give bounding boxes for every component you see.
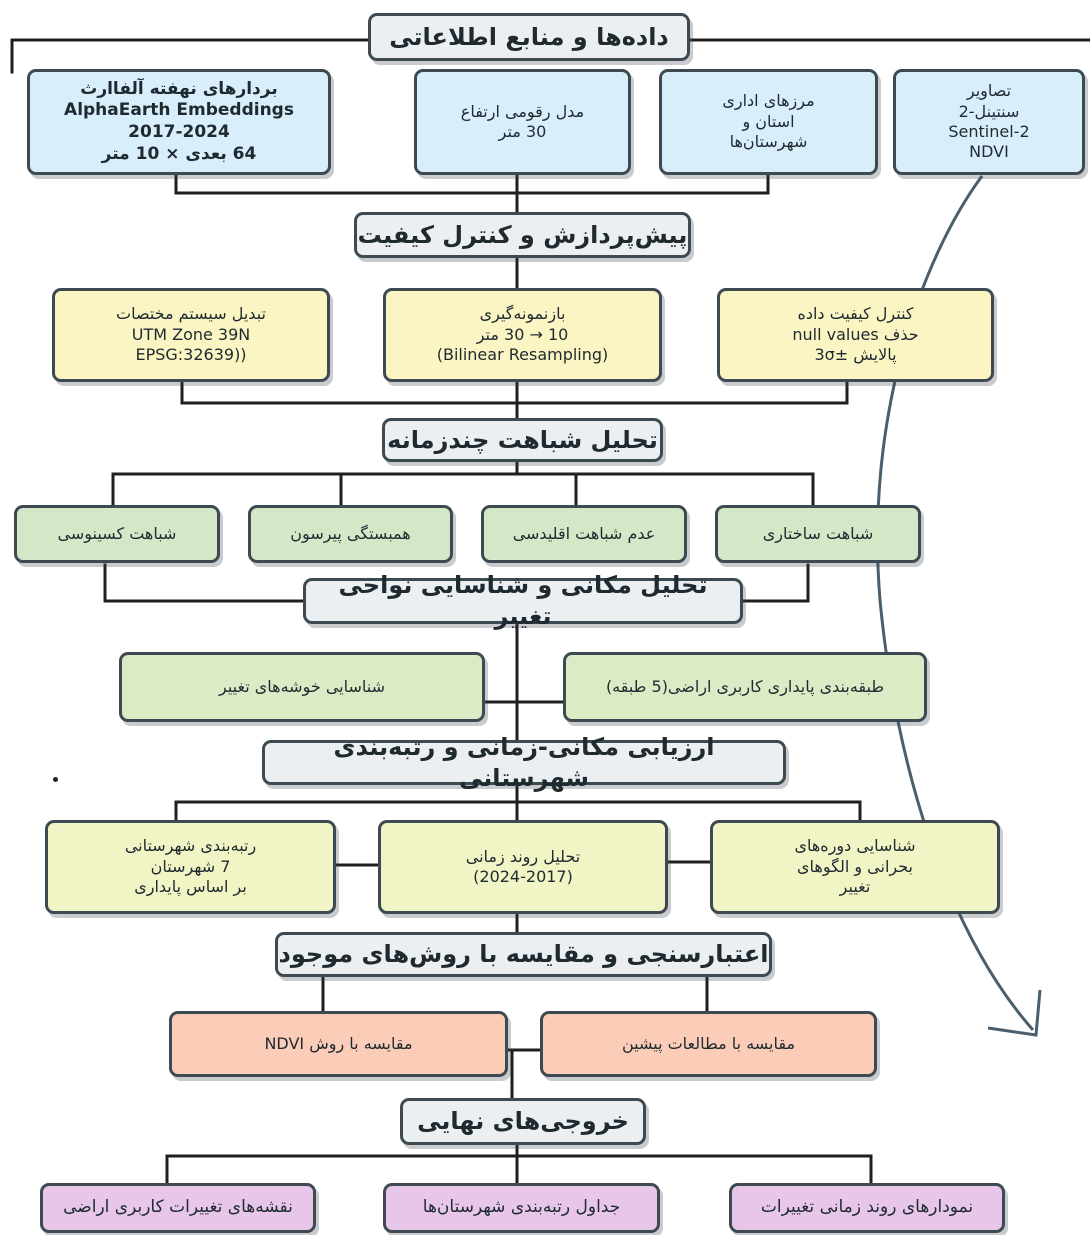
critical-periods-box: شناسایی دوره‌های بحرانی و الگوهای تغییر: [710, 820, 1000, 914]
pearson-correlation-box: همبستگی پیرسون: [248, 505, 453, 563]
temporal-trend-box: تحلیل روند زمانی (2024-2017): [378, 820, 668, 914]
curved-flow-arrow: [876, 175, 1035, 1031]
connector: [506, 1048, 542, 1100]
change-clusters-label: شناسایی خوشه‌های تغییر: [219, 676, 385, 696]
admin-boundaries-box: مرزهای اداری استان و شهرستان‌ها: [659, 69, 878, 175]
land-use-maps-label: نقشه‌های تغییرات کاربری اراضی: [63, 1197, 293, 1218]
cosine-similarity-box: شباهت کسینوسی: [14, 505, 220, 563]
coordinate-system-box: تبدیل سیستم مختصات UTM Zone 39N ((EPSG:3…: [52, 288, 330, 382]
ndvi-comparison-box: مقایسه با روش NDVI: [169, 1011, 508, 1077]
sentinel2-box: تصاویر سنتینل-2 Sentinel-2 NDVI: [893, 69, 1085, 175]
euclidean-dissimilarity-box: عدم شباهت اقلیدسی: [481, 505, 687, 563]
spatial-analysis-header: تحلیل مکانی و شناسایی نواحی تغییر: [303, 571, 743, 630]
connector: [165, 1143, 873, 1187]
stability-classification-label: طبقه‌بندی پایداری کاربری اراضی(5 طبقه): [605, 676, 885, 696]
trend-charts-label: نمودارهای روند زمانی تغییرات: [760, 1197, 974, 1218]
preprocessing-header: پیش‌پردازش و کنترل کیفیت: [354, 212, 691, 258]
resampling-box: بازنمونه‌گیری 10 → 30 متر (Bilinear Resa…: [383, 288, 662, 382]
quality-control-box: کنترل کیفیت داده حذف null values پالایش …: [717, 288, 994, 382]
critical-periods-label: شناسایی دوره‌های بحرانی و الگوهای تغییر: [794, 836, 916, 897]
quality-control-label: کنترل کیفیت داده حذف null values پالایش …: [792, 304, 919, 365]
similarity-header: تحلیل شباهت چندزمانه: [382, 418, 663, 462]
connector: [180, 380, 849, 422]
pearson-correlation-label: همبستگی پیرسون: [290, 523, 411, 543]
ranking-title: ارزیابی مکانی-زمانی و رتبه‌بندی شهرستانی: [333, 732, 715, 792]
land-use-maps-box: نقشه‌های تغییرات کاربری اراضی: [40, 1183, 316, 1233]
connector: [103, 563, 810, 603]
cosine-similarity-label: شباهت کسینوسی: [57, 523, 177, 543]
connector: [321, 974, 709, 1014]
preprocessing-title: پیش‌پردازش و کنترل کیفیت: [357, 220, 688, 249]
county-ranking-label: رتبه‌بندی شهرستانی 7 شهرستان بر اساس پای…: [124, 836, 257, 897]
county-ranking-box: رتبه‌بندی شهرستانی 7 شهرستان بر اساس پای…: [45, 820, 336, 914]
change-clusters-box: شناسایی خوشه‌های تغییر: [119, 652, 485, 722]
resampling-label: بازنمونه‌گیری 10 → 30 متر (Bilinear Resa…: [436, 304, 609, 365]
connector: [174, 781, 862, 824]
similarity-title: تحلیل شباهت چندزمانه: [387, 425, 658, 454]
connector: [334, 860, 712, 867]
ranking-tables-label: جداول رتبه‌بندی شهرستان‌ها: [422, 1197, 621, 1218]
validation-title: اعتبارسنجی و مقایسه با روش‌های موجود: [278, 940, 769, 969]
structural-similarity-label: شباهت ساختاری: [762, 523, 874, 543]
outputs-header: خروجی‌های نهایی: [400, 1098, 646, 1145]
arrow-head-icon: [987, 989, 1042, 1037]
dem-label: مدل رقومی ارتفاع 30 متر: [460, 101, 585, 141]
trend-charts-box: نمودارهای روند زمانی تغییرات: [729, 1183, 1005, 1233]
validation-header: اعتبارسنجی و مقایسه با روش‌های موجود: [275, 932, 772, 977]
structural-similarity-box: شباهت ساختاری: [715, 505, 921, 563]
stray-dot: [53, 777, 58, 782]
euclidean-dissimilarity-label: عدم شباهت اقلیدسی: [512, 523, 656, 543]
coordinate-system-label: تبدیل سیستم مختصات UTM Zone 39N ((EPSG:3…: [116, 304, 266, 365]
data-sources-title: داده‌ها و منابع اطلاعاتی: [389, 22, 669, 51]
previous-studies-box: مقایسه با مطالعات پیشین: [540, 1011, 877, 1077]
spatial-analysis-title: تحلیل مکانی و شناسایی نواحی تغییر: [338, 571, 708, 630]
admin-boundaries-label: مرزهای اداری استان و شهرستان‌ها: [722, 91, 815, 152]
ranking-tables-box: جداول رتبه‌بندی شهرستان‌ها: [383, 1183, 660, 1233]
previous-studies-label: مقایسه با مطالعات پیشین: [621, 1033, 796, 1053]
outputs-title: خروجی‌های نهایی: [417, 1107, 629, 1136]
data-sources-header: داده‌ها و منابع اطلاعاتی: [368, 13, 690, 61]
connector: [174, 173, 770, 214]
ranking-header: ارزیابی مکانی-زمانی و رتبه‌بندی شهرستانی: [262, 733, 786, 792]
connector: [483, 622, 565, 704]
alphaearth-embeddings-label: بردارهای نهفته آلفاارث AlphaEarth Embedd…: [64, 78, 294, 164]
alphaearth-embeddings-box: بردارهای نهفته آلفاارث AlphaEarth Embedd…: [27, 69, 331, 175]
stability-classification-box: طبقه‌بندی پایداری کاربری اراضی(5 طبقه): [563, 652, 927, 722]
sentinel2-label: تصاویر سنتینل-2 Sentinel-2 NDVI: [948, 81, 1030, 162]
temporal-trend-label: تحلیل روند زمانی (2024-2017): [465, 846, 581, 886]
dem-box: مدل رقومی ارتفاع 30 متر: [414, 69, 631, 175]
connector: [111, 458, 815, 508]
connector: [10, 38, 1090, 74]
ndvi-comparison-label: مقایسه با روش NDVI: [264, 1033, 413, 1053]
connector-group: [10, 38, 1090, 1187]
